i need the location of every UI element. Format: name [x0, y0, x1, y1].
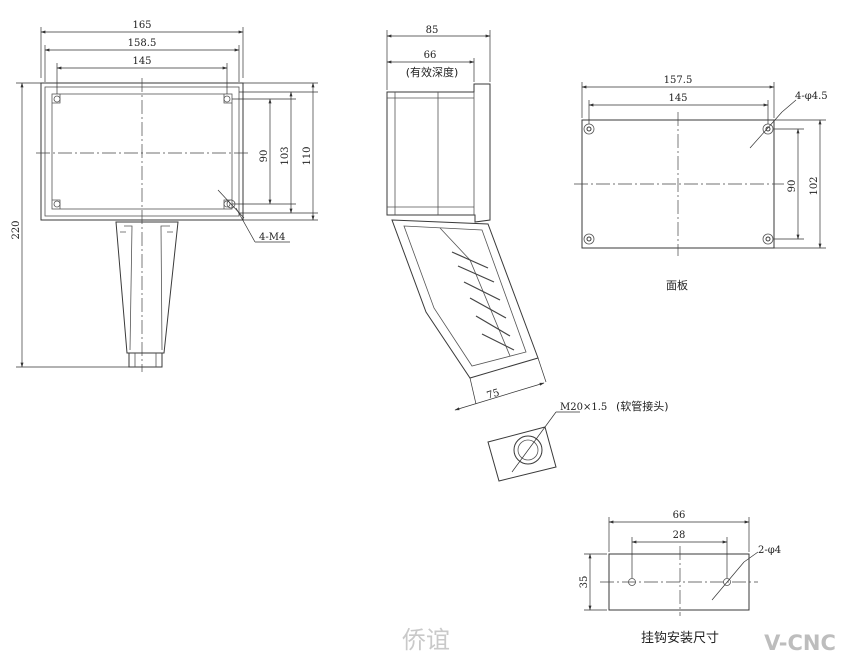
front-view: 165 158.5 145 90 103 110 220 4-M4 — [11, 20, 318, 372]
panel-dim-90: 90 — [787, 180, 798, 193]
panel-dim-145: 145 — [668, 93, 687, 104]
side-dim-75: 75 — [486, 387, 501, 401]
hose-fitting-detail — [487, 411, 580, 482]
panel-caption: 面板 — [666, 278, 688, 292]
front-dim-165: 165 — [132, 20, 151, 31]
panel-dim-157-5: 157.5 — [664, 75, 693, 86]
hook-dim-28: 28 — [673, 530, 686, 541]
brand-logo: V-CNC — [764, 631, 836, 655]
panel-hole-callout: 4-φ4.5 — [795, 91, 828, 102]
side-dim-85: 85 — [426, 25, 439, 36]
panel-view: 157.5 145 90 102 4-φ4.5 面板 — [574, 75, 828, 292]
front-dim-110: 110 — [302, 146, 313, 165]
panel-dim-102: 102 — [809, 176, 820, 195]
side-effective-depth-note: (有效深度) — [406, 65, 459, 79]
handle-ribs — [451, 251, 515, 351]
hook-caption: 挂钩安装尺寸 — [641, 631, 719, 646]
front-dim-158-5: 158.5 — [128, 38, 157, 49]
hook-dim-66: 66 — [673, 510, 686, 521]
fitting-note: (软管接头) — [616, 399, 669, 413]
hook-dim-35: 35 — [579, 576, 590, 589]
side-handle — [391, 219, 539, 379]
front-callout-4-m4: 4-M4 — [259, 232, 285, 243]
hook-view: 66 28 35 2-φ4 挂钩安装尺寸 — [579, 510, 781, 646]
front-dim-103: 103 — [280, 146, 291, 165]
hook-hole-callout: 2-φ4 — [758, 545, 781, 556]
m4-thread-hole — [226, 199, 236, 209]
watermark-text: 侨谊 — [402, 626, 450, 654]
front-dim-90: 90 — [259, 150, 270, 163]
side-dim-66: 66 — [424, 50, 437, 61]
side-view: 85 66 (有效深度) 75 M20×1.5 (软管接头) — [386, 25, 669, 482]
front-dim-220: 220 — [11, 220, 22, 239]
fitting-thread-callout: M20×1.5 — [560, 402, 607, 413]
hook-holes — [628, 578, 731, 586]
panel-mount-holes — [583, 123, 774, 245]
front-dim-145: 145 — [132, 56, 151, 67]
front-handle — [115, 221, 179, 368]
front-enclosure-inner — [51, 93, 233, 210]
